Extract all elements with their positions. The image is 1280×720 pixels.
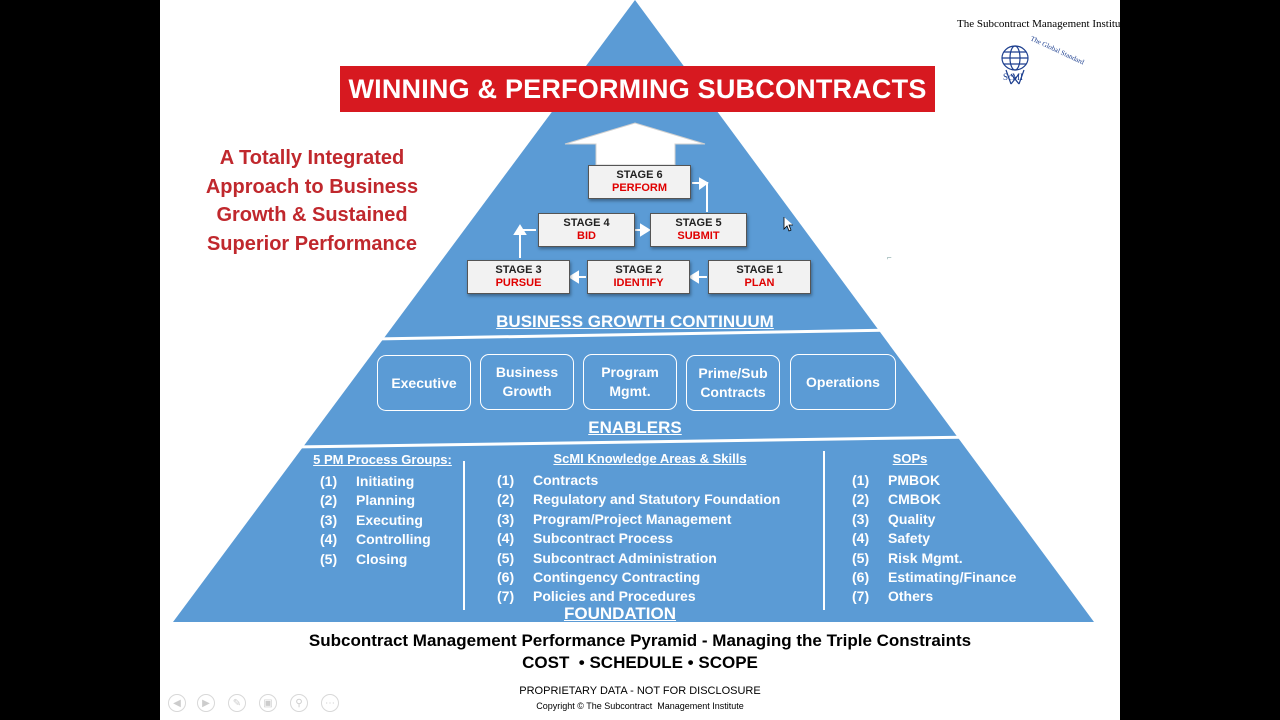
stage-3-action: PURSUE — [495, 277, 542, 289]
stage-5-box: STAGE 5 SUBMIT — [650, 213, 747, 247]
list-item: (2)Regulatory and Statutory Foundation — [497, 491, 781, 508]
enabler-business-growth: Business Growth — [480, 354, 574, 410]
proprietary-notice: PROPRIETARY DATA - NOT FOR DISCLOSURE — [519, 685, 761, 697]
business-growth-label: BUSINESS GROWTH CONTINUUM — [496, 312, 774, 331]
prev-icon[interactable]: ◀ — [168, 694, 186, 712]
list-item: (7)Others — [852, 588, 934, 605]
caption-line-1: Subcontract Management Performance Pyram… — [308, 631, 972, 650]
divider-line-top — [374, 328, 896, 341]
sops-heading: SOPs — [892, 451, 928, 466]
list-item: (4)Controlling — [320, 531, 431, 548]
sops-list: (1)PMBOK (2)CMBOK (3)Quality (4)Safety (… — [852, 471, 1016, 607]
stage-6-box: STAGE 6 PERFORM — [588, 165, 691, 199]
pm-groups-list: (1)Initiating (2)Planning (3)Executing (… — [320, 472, 431, 569]
next-icon[interactable]: ▶ — [197, 694, 215, 712]
list-item: (4)Safety — [852, 530, 931, 547]
list-item: (6)Contingency Contracting — [497, 568, 701, 585]
stage-4-number: STAGE 4 — [563, 217, 610, 229]
list-item: (5)Subcontract Administration — [497, 549, 717, 566]
list-item: (7)Policies and Procedures — [497, 588, 696, 605]
stage-3-box: STAGE 3 PURSUE — [467, 260, 570, 294]
stage-1-action: PLAN — [744, 277, 775, 289]
list-item: (2)Planning — [320, 492, 416, 509]
stage-6-number: STAGE 6 — [616, 169, 663, 181]
list-item: (3)Quality — [852, 510, 936, 527]
enabler-operations: Operations — [790, 354, 896, 410]
zoom-icon[interactable]: ⚲ — [290, 694, 308, 712]
stage-4-box: STAGE 4 BID — [538, 213, 635, 247]
tagline: A Totally Integrated Approach to Busines… — [182, 144, 442, 258]
list-item: (3)Program/Project Management — [497, 510, 732, 527]
more-icon[interactable]: ⋯ — [321, 694, 339, 712]
enabler-program-mgmt: Program Mgmt. — [583, 354, 677, 410]
foundation-label: FOUNDATION — [563, 604, 677, 623]
stage-5-action: SUBMIT — [677, 230, 720, 242]
logo-arc-text: The Global Standard — [1029, 35, 1086, 67]
logo-org-name: The Subcontract Management Institute — [957, 18, 1120, 30]
list-item: (3)Executing — [320, 511, 423, 528]
stage-5-number: STAGE 5 — [675, 217, 722, 229]
tagline-line-1: A Totally Integrated — [219, 147, 405, 169]
list-item: (5)Closing — [320, 550, 408, 567]
tagline-line-3: Growth & Sustained — [216, 204, 408, 226]
stray-mark: ⌐ — [887, 253, 892, 262]
list-item: (1)Contracts — [497, 472, 599, 488]
tagline-line-2: Approach to Business — [205, 175, 419, 198]
stage-3-number: STAGE 3 — [495, 264, 542, 276]
knowledge-areas-list: (1)Contracts (2)Regulatory and Statutory… — [497, 471, 780, 607]
logo-abbr: ScMI — [1003, 72, 1023, 82]
slides-icon[interactable]: ▣ — [259, 694, 277, 712]
pen-icon[interactable]: ✎ — [228, 694, 246, 712]
title-banner: WINNING & PERFORMING SUBCONTRACTS — [340, 66, 935, 112]
globe-icon — [1001, 45, 1029, 85]
stage-2-box: STAGE 2 IDENTIFY — [587, 260, 690, 294]
stage-6-action: PERFORM — [612, 182, 667, 194]
stage-1-box: STAGE 1 PLAN — [708, 260, 811, 294]
list-item: (4)Subcontract Process — [497, 530, 674, 547]
list-item: (1)PMBOK — [852, 472, 941, 488]
pyramid-shape — [173, 0, 1094, 622]
list-item: (1)Initiating — [320, 473, 415, 489]
pyramid-graphic: ⌐ The Global Standard — [173, 0, 1094, 622]
mouse-cursor-icon — [783, 217, 793, 232]
stage-4-action: BID — [577, 230, 596, 242]
slide: ⌐ The Global Standard WINNING & PERFORMI… — [160, 0, 1120, 720]
enablers-label: ENABLERS — [588, 418, 682, 437]
stage-1-number: STAGE 1 — [736, 264, 783, 276]
list-item: (6)Estimating/Finance — [852, 568, 1017, 585]
up-arrow-icon — [564, 122, 706, 166]
pm-groups-heading: 5 PM Process Groups: — [313, 452, 452, 467]
caption-line-2: COST • SCHEDULE • SCOPE — [522, 653, 758, 672]
divider-line-bottom — [291, 435, 979, 449]
copyright-notice: Copyright © The Subcontract Management I… — [536, 701, 744, 711]
knowledge-areas-heading: ScMI Knowledge Areas & Skills — [553, 451, 747, 466]
list-item: (2)CMBOK — [852, 491, 941, 508]
stage-2-number: STAGE 2 — [615, 264, 662, 276]
stage-2-action: IDENTIFY — [613, 277, 664, 289]
enabler-prime-sub-contracts: Prime/Sub Contracts — [686, 355, 780, 411]
enabler-executive: Executive — [377, 355, 471, 411]
tagline-line-4: Superior Performance — [206, 232, 418, 255]
list-item: (5)Risk Mgmt. — [852, 549, 963, 566]
